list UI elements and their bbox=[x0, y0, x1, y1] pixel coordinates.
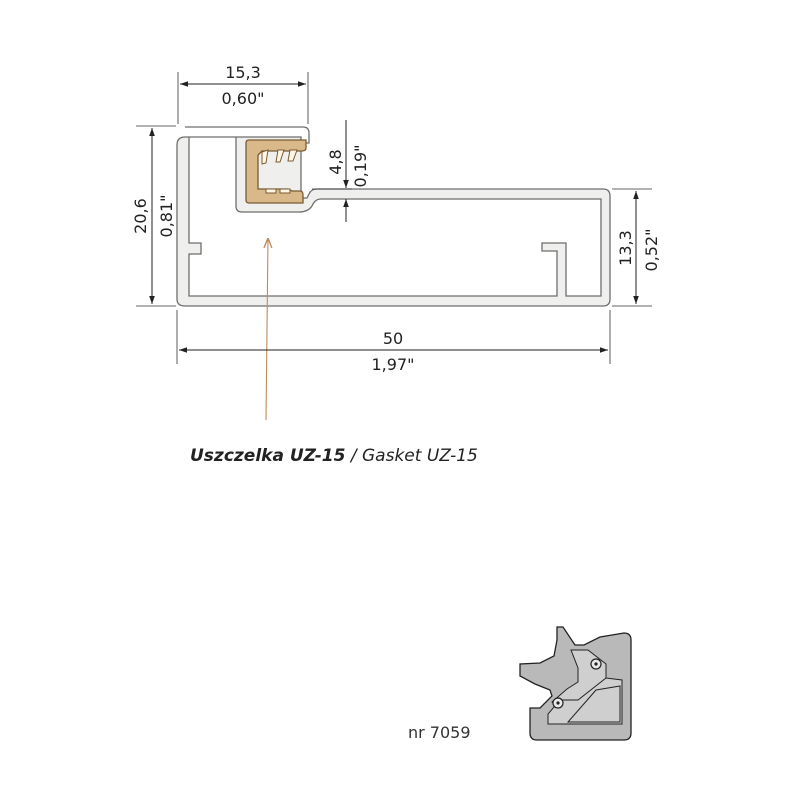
gasket-lip-1 bbox=[261, 149, 269, 165]
dim-slot-mm: 4,8 bbox=[326, 149, 345, 174]
dim-length-mm: 50 bbox=[383, 329, 403, 348]
gasket-uz15 bbox=[245, 139, 307, 204]
profile-section bbox=[176, 126, 611, 307]
part-number: nr 7059 bbox=[408, 723, 471, 742]
dim-left-height-mm: 20,6 bbox=[131, 198, 150, 234]
gasket-caption-sep: / bbox=[345, 446, 362, 466]
dim-top-width: 15,3 0,60" bbox=[177, 63, 309, 124]
gasket-lip-4 bbox=[265, 188, 277, 194]
gasket-caption: Uszczelka UZ-15 / Gasket UZ-15 bbox=[190, 446, 478, 466]
dim-left-height: 20,6 0,81" bbox=[131, 125, 176, 307]
dim-right-height: 13,3 0,52" bbox=[612, 188, 661, 307]
gasket-lip-2 bbox=[275, 149, 285, 163]
dim-right-height-mm: 13,3 bbox=[616, 230, 635, 266]
dim-length-in: 1,97" bbox=[372, 355, 415, 374]
profile-outer-skin bbox=[176, 126, 611, 307]
gasket-caption-pl: Uszczelka UZ-15 bbox=[190, 446, 345, 466]
dim-right-height-in: 0,52" bbox=[642, 229, 661, 272]
gasket-leader-line bbox=[266, 238, 268, 421]
dim-left-height-in: 0,81" bbox=[157, 195, 176, 238]
dim-slot: 4,8 0,19" bbox=[312, 120, 370, 222]
gasket-caption-en: Gasket UZ-15 bbox=[362, 446, 478, 466]
corner-connector-image bbox=[519, 626, 632, 741]
dim-slot-in: 0,19" bbox=[351, 145, 370, 188]
dim-top-width-mm: 15,3 bbox=[225, 63, 261, 82]
gasket-lip-3 bbox=[287, 149, 298, 162]
gasket-lip-5 bbox=[279, 188, 291, 194]
dim-length: 50 1,97" bbox=[176, 310, 611, 374]
dim-top-width-in: 0,60" bbox=[222, 89, 265, 108]
corner-step-3 bbox=[566, 685, 621, 723]
